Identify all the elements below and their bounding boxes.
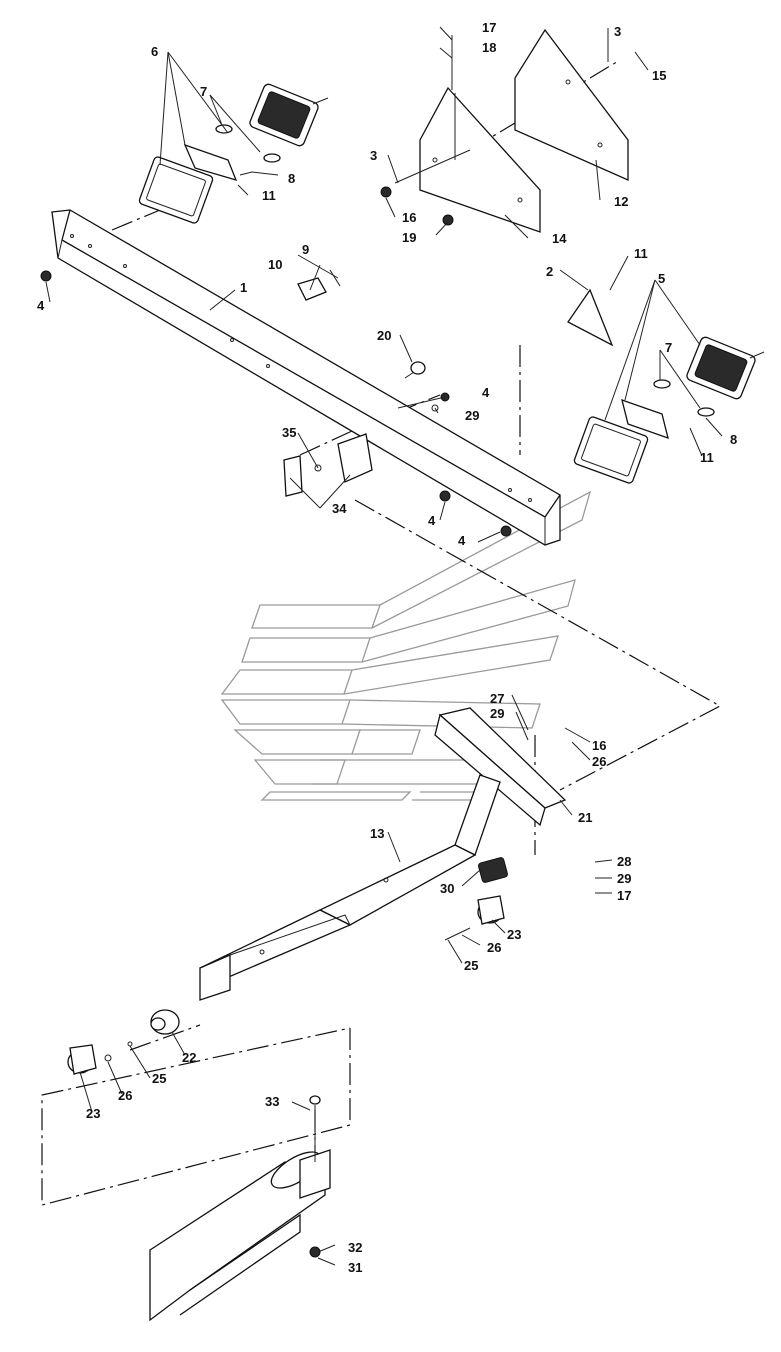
label-17-hitch: 17 xyxy=(617,888,631,903)
label-25-hitch: 25 xyxy=(464,958,478,973)
label-11-right: 11 xyxy=(700,450,714,465)
label-23-hitch: 23 xyxy=(507,927,521,942)
label-29-right: 29 xyxy=(617,871,631,886)
bumper-bar xyxy=(51,209,561,546)
label-21: 21 xyxy=(578,810,592,825)
label-26-right: 26 xyxy=(592,754,606,769)
label-9: 9 xyxy=(302,242,309,257)
label-15: 15 xyxy=(652,68,666,83)
left-lamp-assembly xyxy=(138,83,329,224)
hitch-arm xyxy=(199,707,567,1001)
label-20: 20 xyxy=(377,328,391,343)
label-8-right: 8 xyxy=(730,432,737,447)
label-7-right: 7 xyxy=(665,340,672,355)
assembly-lines xyxy=(41,59,722,1206)
label-31: 31 xyxy=(348,1260,362,1275)
label-26-left: 26 xyxy=(118,1088,132,1103)
label-10: 10 xyxy=(268,257,282,272)
label-28: 28 xyxy=(617,854,631,869)
label-16-top: 16 xyxy=(402,210,416,225)
label-3-top: 3 xyxy=(614,24,621,39)
label-27: 27 xyxy=(490,691,504,706)
label-4-left: 4 xyxy=(37,298,45,313)
socket-parts xyxy=(67,895,505,1075)
warning-plates xyxy=(380,28,629,347)
label-22: 22 xyxy=(182,1050,196,1065)
label-5: 5 xyxy=(658,271,665,286)
label-3-left: 3 xyxy=(370,148,377,163)
label-2: 2 xyxy=(546,264,553,279)
label-34: 34 xyxy=(332,501,347,516)
label-29-mid: 29 xyxy=(465,408,479,423)
label-4-lower: 4 xyxy=(428,513,436,528)
right-lamp-assembly xyxy=(573,336,765,484)
callout-labels: 1 2 3 3 4 4 4 4 5 6 7 7 8 8 9 10 11 11 1… xyxy=(37,20,737,1275)
label-32: 32 xyxy=(348,1240,362,1255)
label-26-hitch: 26 xyxy=(487,940,501,955)
label-14: 14 xyxy=(552,231,567,246)
label-25-left: 25 xyxy=(152,1071,166,1086)
label-19: 19 xyxy=(402,230,416,245)
tow-tube xyxy=(149,1095,331,1322)
label-1: 1 xyxy=(240,280,247,295)
label-18: 18 xyxy=(482,40,496,55)
label-16-hitch: 16 xyxy=(592,738,606,753)
small-parts xyxy=(40,269,512,537)
label-7-left: 7 xyxy=(200,84,207,99)
label-4-bottom: 4 xyxy=(458,533,466,548)
label-35: 35 xyxy=(282,425,296,440)
label-11-left: 11 xyxy=(262,188,276,203)
label-17-top: 17 xyxy=(482,20,496,35)
label-23-left: 23 xyxy=(86,1106,100,1121)
label-30: 30 xyxy=(440,881,454,896)
label-33: 33 xyxy=(265,1094,279,1109)
label-4-mid: 4 xyxy=(482,385,490,400)
label-13: 13 xyxy=(370,826,384,841)
label-8-left: 8 xyxy=(288,171,295,186)
label-29-hitch: 29 xyxy=(490,706,504,721)
leader-lines xyxy=(45,26,723,1266)
label-11-top: 11 xyxy=(634,246,648,261)
label-12: 12 xyxy=(614,194,628,209)
label-6: 6 xyxy=(151,44,158,59)
